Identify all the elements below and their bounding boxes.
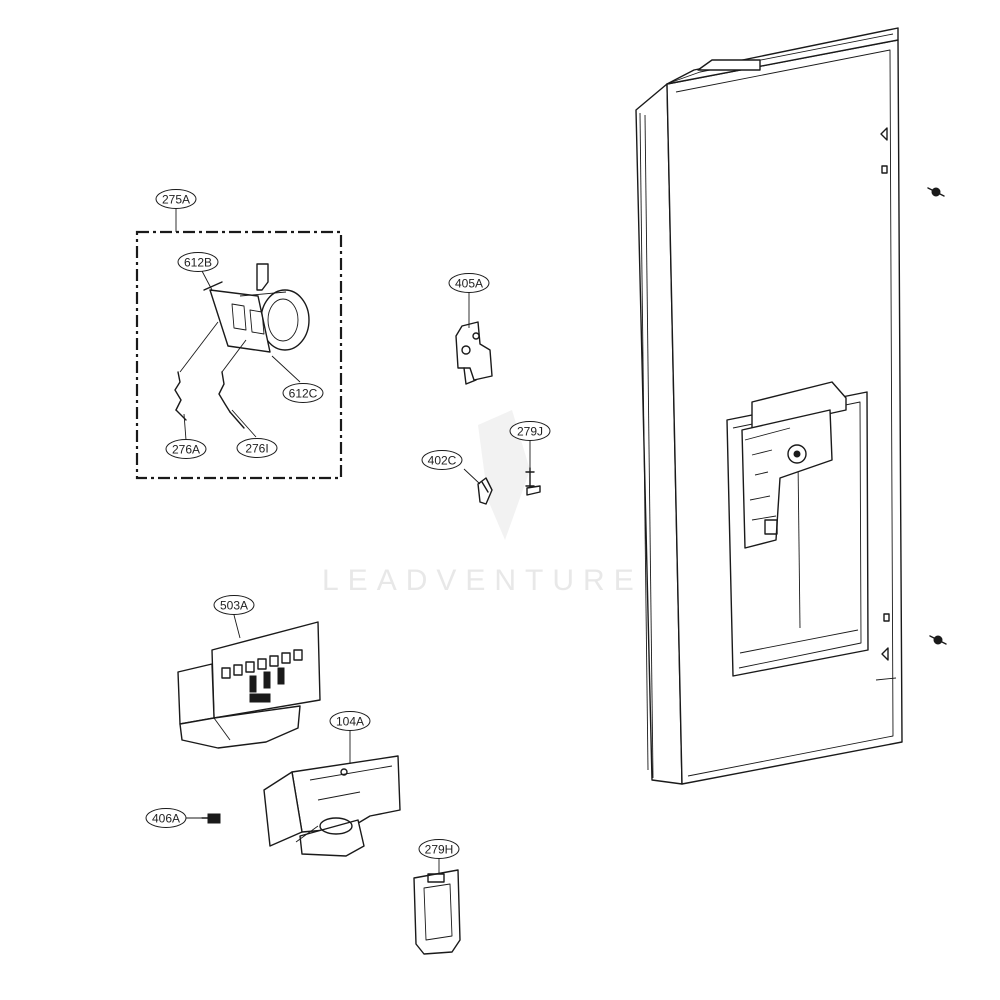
leader-lines (183, 270, 531, 874)
part-406A (201, 813, 221, 824)
part-104A (263, 755, 401, 857)
label-279H: 279H (425, 843, 454, 857)
callout-612C: 612C (282, 383, 324, 403)
part-503A (177, 621, 321, 749)
callout-104A: 104A (329, 711, 371, 731)
dispenser-lever-assembly (741, 381, 847, 549)
callout-279H: 279H (418, 839, 460, 859)
refrigerator-door (635, 27, 947, 785)
label-405A: 405A (455, 277, 483, 291)
callout-276I: 276I (236, 438, 278, 458)
label-612C: 612C (289, 387, 318, 401)
label-279J: 279J (517, 425, 543, 439)
label-406A: 406A (152, 812, 180, 826)
callout-612B: 612B (177, 252, 219, 272)
label-276A: 276A (172, 443, 200, 457)
part-279H (413, 869, 461, 955)
hinge-screw-top (927, 187, 945, 197)
part-405A (455, 321, 493, 385)
wire-harness-276I (218, 339, 247, 429)
hinge-screw-bottom (929, 635, 947, 645)
assembly-group-box (135, 230, 343, 480)
callout-406A: 406A (145, 808, 187, 828)
callout-279J: 279J (509, 421, 551, 441)
part-402C (477, 477, 493, 505)
callout-405A: 405A (448, 273, 490, 293)
callout-503A: 503A (213, 595, 255, 615)
watermark: LEADVENTURE (322, 410, 643, 597)
callout-402C: 402C (421, 450, 463, 470)
label-503A: 503A (220, 599, 248, 613)
control-panel-buttons (221, 649, 303, 703)
wire-harness-276A (174, 321, 219, 421)
watermark-text: LEADVENTURE (322, 564, 643, 597)
label-612B: 612B (184, 256, 212, 270)
label-275A: 275A (162, 193, 190, 207)
callout-275A: 275A (155, 189, 197, 209)
label-402C: 402C (428, 454, 457, 468)
callout-276A: 276A (165, 439, 207, 459)
label-104A: 104A (336, 715, 364, 729)
part-279J (525, 467, 541, 496)
label-276I: 276I (245, 442, 268, 456)
motor-assembly (203, 263, 310, 353)
